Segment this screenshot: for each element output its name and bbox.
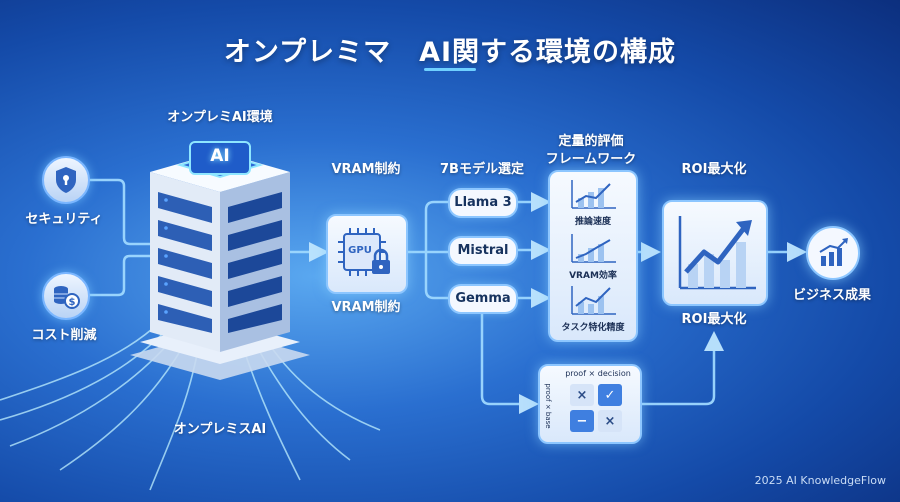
line-to-gemma — [424, 250, 450, 300]
metric-speed: 推論速度 — [574, 217, 611, 227]
metric-task-accuracy: タスク特化精度 — [561, 323, 625, 333]
decision-matrix-card: proof × decision proof × base × ✓ − × — [538, 364, 642, 444]
eval-header-line2: フレームワーク — [545, 152, 637, 167]
eval-header-line1: 定量的評価 — [558, 134, 624, 149]
roi-growth-chart-icon — [678, 216, 756, 290]
cost-node: $ — [42, 272, 90, 320]
model-mistral: Mistral — [448, 236, 518, 266]
page-title: オンプレミマ AI関する環境の構成 — [223, 37, 677, 68]
line-gemma-matrix — [480, 310, 539, 414]
task-accuracy-chart-icon — [571, 286, 616, 315]
model-llama: Llama 3 — [448, 188, 518, 218]
outcome-node — [806, 226, 860, 280]
server-ai-badge: AI — [210, 146, 230, 166]
speed-chart-icon — [571, 180, 616, 209]
security-node — [42, 156, 90, 204]
svg-text:$: $ — [69, 297, 76, 308]
server-bottom-label: オンプレミスAI — [173, 422, 267, 437]
security-label: セキュリティ — [25, 212, 103, 227]
shield-lock-icon — [56, 167, 76, 193]
cost-label: コスト削減 — [31, 328, 97, 343]
gpu-chip-text: GPU — [348, 245, 372, 256]
models-header: 7Bモデル選定 — [440, 162, 524, 177]
vram-top-label: VRAM制約 — [331, 162, 401, 177]
metric-vram-efficiency: VRAM効率 — [569, 271, 617, 281]
vram-bottom-label: VRAM制約 — [331, 300, 401, 315]
server-tower-icon — [130, 141, 310, 380]
line-matrix-roi — [638, 331, 724, 406]
matrix-cell-3: − — [570, 410, 594, 432]
model-gemma: Gemma — [448, 284, 518, 314]
line-security-server — [84, 178, 152, 246]
roi-card — [662, 200, 768, 306]
matrix-cell-1: × — [570, 384, 594, 406]
matrix-cell-4: × — [598, 410, 622, 432]
line-to-llama — [424, 200, 450, 254]
matrix-cell-2: ✓ — [598, 384, 622, 406]
coins-icon: $ — [54, 286, 80, 309]
roi-top-label: ROI最大化 — [681, 162, 747, 177]
vram-efficiency-chart-icon — [571, 234, 616, 263]
gpu-chip-lock-icon — [338, 228, 390, 276]
eval-card: 推論速度 VRAM効率 タスク特化精度 — [548, 170, 638, 342]
footer-credit: 2025 AI KnowledgeFlow — [754, 474, 886, 487]
line-cost-server — [84, 254, 152, 297]
outcome-label: ビジネス成果 — [792, 288, 871, 303]
matrix-side-label: proof × base — [544, 383, 552, 429]
business-growth-icon — [819, 238, 848, 266]
server-top-label: オンプレミAI環境 — [167, 110, 273, 125]
vram-card — [326, 214, 408, 294]
roi-bottom-label: ROI最大化 — [681, 312, 747, 327]
title-underline — [424, 68, 476, 71]
matrix-top-label: proof × decision — [565, 369, 631, 378]
